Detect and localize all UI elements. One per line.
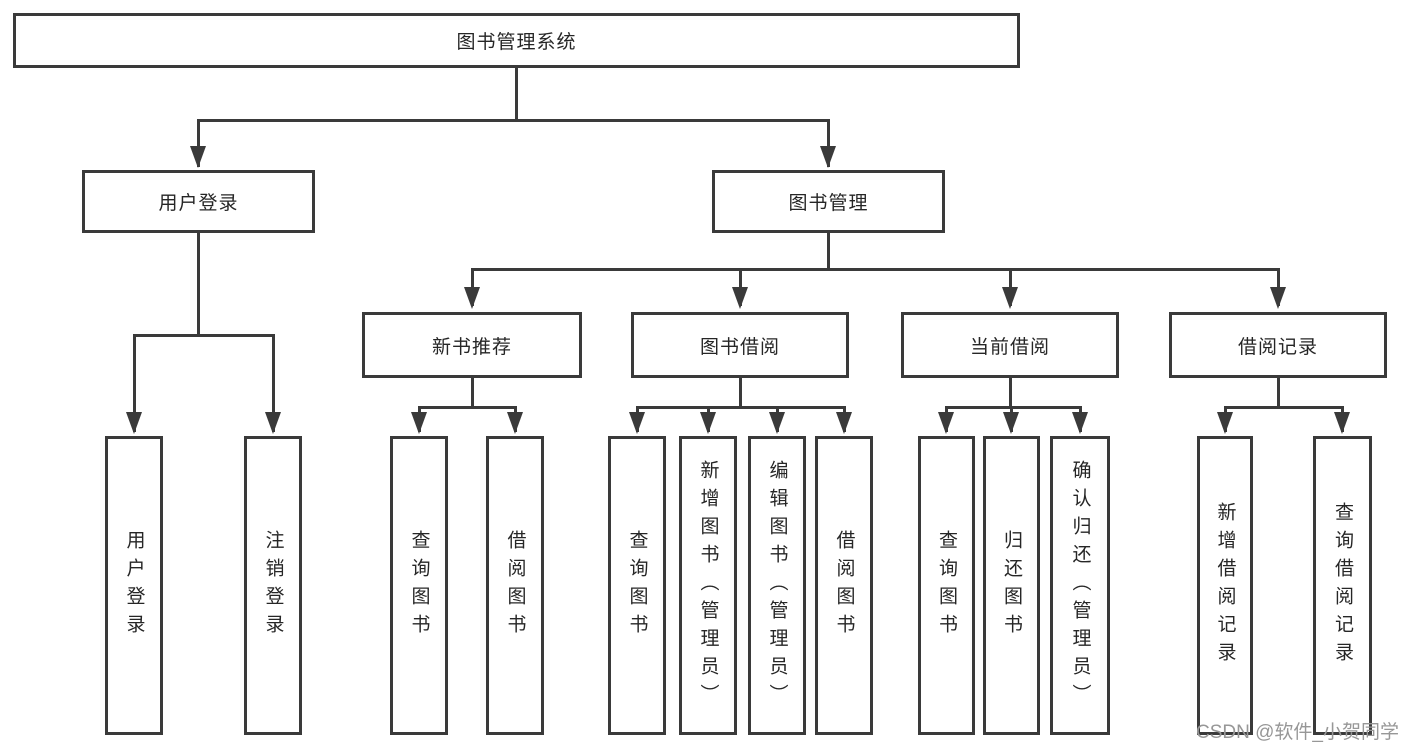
connector-line xyxy=(133,334,275,337)
node-user-login-label: 用户登录 xyxy=(158,193,239,214)
connector-line xyxy=(739,378,742,409)
leaf-recommend-borrow-books-label: 借阅图书 xyxy=(504,529,526,642)
connector-line xyxy=(636,406,846,409)
leaf-logout-label: 注销登录 xyxy=(262,529,284,642)
arrow-down-icon xyxy=(464,287,480,309)
leaf-return-books: 归还图书 xyxy=(983,436,1040,735)
node-new-book-recommend: 新书推荐 xyxy=(362,312,582,378)
leaf-add-book-admin-label: 新增图书（管理员） xyxy=(697,459,719,712)
arrow-down-icon xyxy=(820,146,836,168)
leaf-recommend-borrow-books: 借阅图书 xyxy=(486,436,544,735)
node-current-borrowing: 当前借阅 xyxy=(901,312,1119,378)
connector-line xyxy=(197,233,200,337)
leaf-return-books-label: 归还图书 xyxy=(1001,529,1022,642)
node-new-book-recommend-label: 新书推荐 xyxy=(431,336,512,358)
leaf-add-book-admin: 新增图书（管理员） xyxy=(679,436,737,735)
arrow-down-icon xyxy=(769,412,785,434)
leaf-logout: 注销登录 xyxy=(244,436,302,735)
connector-line xyxy=(471,378,474,409)
node-borrowing-records-label: 借阅记录 xyxy=(1237,336,1318,358)
arrow-down-icon xyxy=(1003,412,1019,434)
leaf-user-login: 用户登录 xyxy=(105,436,163,735)
connector-line xyxy=(471,268,1280,271)
arrow-down-icon xyxy=(1270,287,1286,309)
leaf-add-borrow-record: 新增借阅记录 xyxy=(1197,436,1253,735)
node-book-management: 图书管理 xyxy=(712,170,945,233)
leaf-confirm-return-admin: 确认归还（管理员） xyxy=(1050,436,1110,735)
arrow-down-icon xyxy=(732,287,748,309)
connector-line xyxy=(418,406,517,409)
leaf-user-login-label: 用户登录 xyxy=(123,529,145,642)
csdn-watermark: CSDN @软件_小贺同学 xyxy=(1196,722,1399,743)
node-current-borrowing-label: 当前借阅 xyxy=(969,336,1050,358)
node-user-login: 用户登录 xyxy=(82,170,315,233)
leaf-edit-book-admin-label: 编辑图书（管理员） xyxy=(766,459,788,712)
connector-line xyxy=(272,334,275,432)
node-library-system: 图书管理系统 xyxy=(13,13,1020,68)
arrow-down-icon xyxy=(126,412,142,434)
leaf-edit-book-admin: 编辑图书（管理员） xyxy=(748,436,806,735)
leaf-borrowing-query-books: 查询图书 xyxy=(608,436,666,735)
connector-line xyxy=(1009,378,1012,409)
leaf-current-query-books-label: 查询图书 xyxy=(936,529,957,642)
arrow-down-icon xyxy=(1072,412,1088,434)
leaf-current-query-books: 查询图书 xyxy=(918,436,975,735)
arrow-down-icon xyxy=(629,412,645,434)
connector-line xyxy=(197,119,200,167)
arrow-down-icon xyxy=(190,146,206,168)
connector-line xyxy=(827,119,830,167)
arrow-down-icon xyxy=(1002,287,1018,309)
leaf-borrowing-query-books-label: 查询图书 xyxy=(626,529,648,642)
connector-line xyxy=(945,406,1082,409)
leaf-confirm-return-admin-label: 确认归还（管理员） xyxy=(1069,459,1091,712)
leaf-recommend-query-books: 查询图书 xyxy=(390,436,448,735)
node-book-borrowing: 图书借阅 xyxy=(631,312,849,378)
leaf-borrowing-borrow-books: 借阅图书 xyxy=(815,436,873,735)
node-book-borrowing-label: 图书借阅 xyxy=(699,336,780,358)
arrow-down-icon xyxy=(265,412,281,434)
arrow-down-icon xyxy=(411,412,427,434)
node-book-management-label: 图书管理 xyxy=(788,193,869,214)
arrow-down-icon xyxy=(1334,412,1350,434)
leaf-recommend-query-books-label: 查询图书 xyxy=(408,529,430,642)
connector-line xyxy=(827,233,830,271)
connector-line xyxy=(1224,406,1344,409)
leaf-query-borrow-record-label: 查询借阅记录 xyxy=(1332,501,1353,670)
arrow-down-icon xyxy=(507,412,523,434)
connector-line xyxy=(1277,378,1280,409)
arrow-down-icon xyxy=(700,412,716,434)
node-library-system-label: 图书管理系统 xyxy=(456,32,577,53)
arrow-down-icon xyxy=(938,412,954,434)
arrow-down-icon xyxy=(836,412,852,434)
node-borrowing-records: 借阅记录 xyxy=(1169,312,1387,378)
arrow-down-icon xyxy=(1217,412,1233,434)
connector-line xyxy=(197,119,830,122)
leaf-borrowing-borrow-books-label: 借阅图书 xyxy=(833,529,855,642)
leaf-query-borrow-record: 查询借阅记录 xyxy=(1313,436,1372,735)
connector-line xyxy=(515,67,518,120)
connector-line xyxy=(133,334,136,432)
leaf-add-borrow-record-label: 新增借阅记录 xyxy=(1214,501,1236,670)
